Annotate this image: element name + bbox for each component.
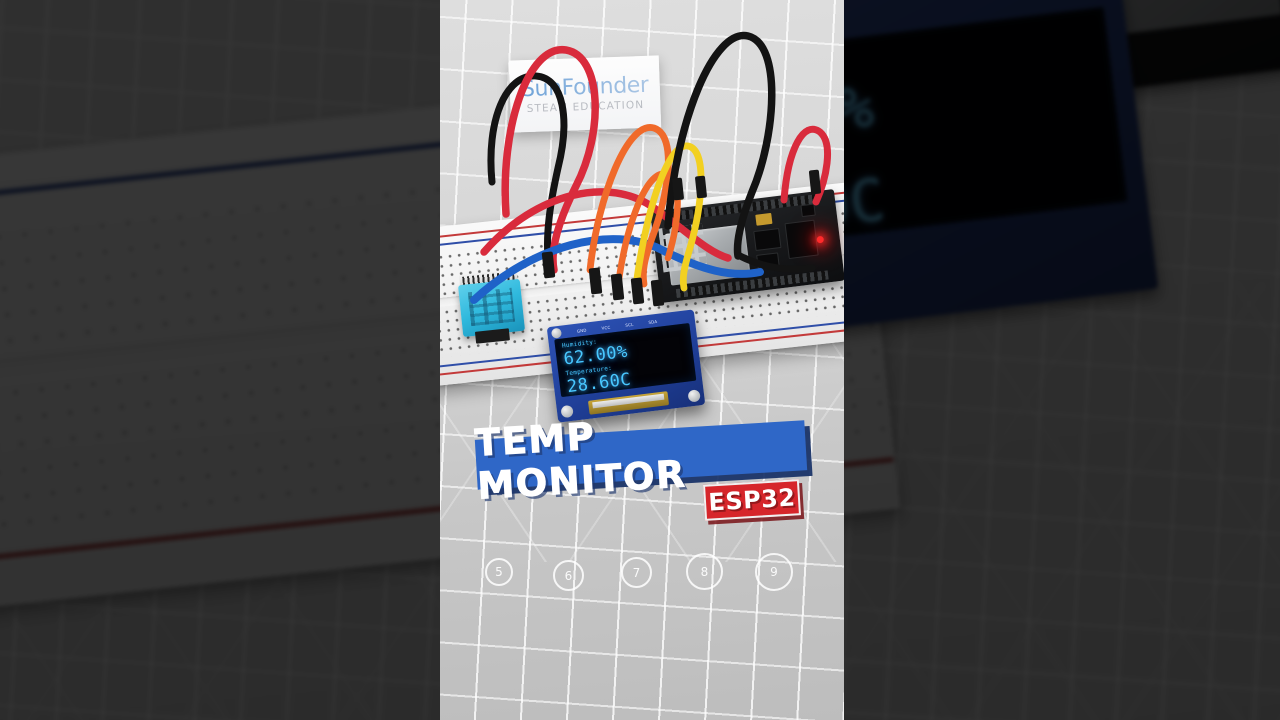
oled-pin-vcc: VCC <box>601 324 611 331</box>
oled-pin-gnd: GND <box>576 327 587 334</box>
mat-number-6: 6 <box>553 560 584 591</box>
subtitle-badge-text: ESP32 <box>707 483 797 517</box>
title-banner-text: TEMP MONITOR <box>473 414 688 508</box>
dht11-body <box>457 278 526 338</box>
main-video-frame[interactable]: 5 6 7 8 9 SunFounder STEAM EDUCATION <box>440 0 844 720</box>
sunfounder-logo-text: SunFounder <box>520 72 649 103</box>
subtitle-badge: ESP32 <box>703 479 801 521</box>
sunfounder-brand-card: SunFounder STEAM EDUCATION <box>508 55 662 133</box>
esp32-wifi-antenna-icon <box>658 223 708 273</box>
mat-number-9: 9 <box>755 553 793 591</box>
oled-pin-sda: SDA <box>648 318 658 325</box>
title-banner: TEMP MONITOR <box>473 414 808 508</box>
oled-pin-scl: SCL <box>625 321 634 328</box>
oled-display-module: GND VCC SCL SDA Humidity: 62.00% Tempera… <box>546 309 706 423</box>
mat-number-5: 5 <box>485 558 513 586</box>
dht11-sensor <box>457 269 526 344</box>
mat-number-7: 7 <box>621 557 652 588</box>
mat-number-8: 8 <box>686 553 723 590</box>
